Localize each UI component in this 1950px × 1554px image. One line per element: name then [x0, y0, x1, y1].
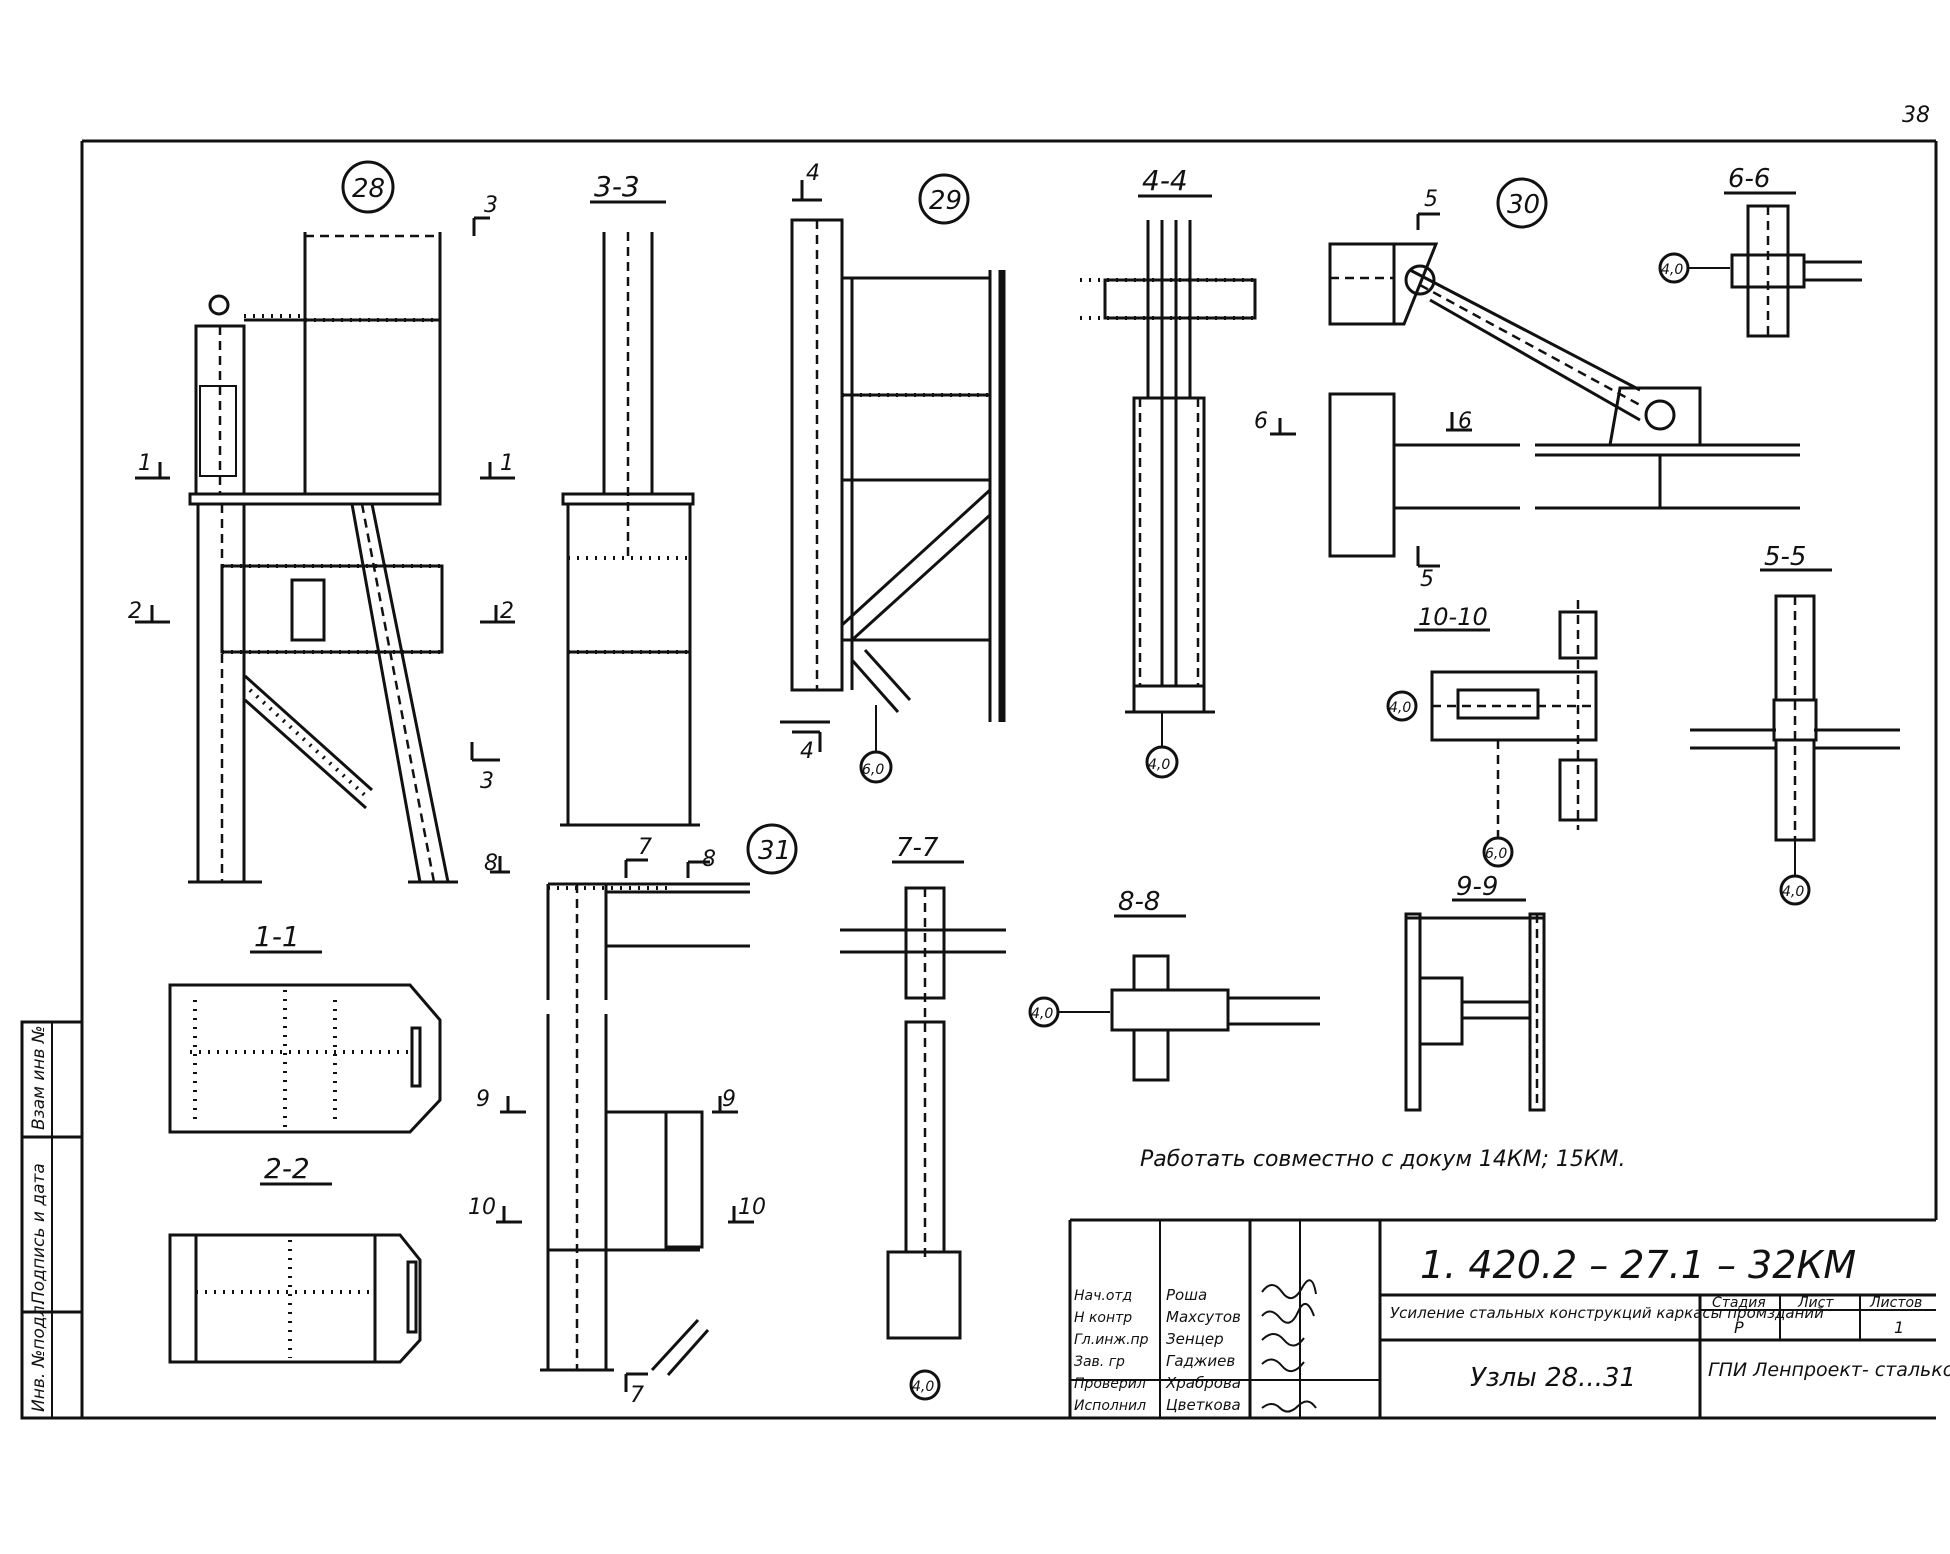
- cut-1-right: 1: [500, 451, 514, 476]
- doc-title: Усиление стальных конструкций каркасы пр…: [1390, 1304, 1824, 1322]
- section-4-4-title: 4-4: [1142, 164, 1188, 197]
- cut-2-right: 2: [500, 599, 514, 624]
- name-5: Цветкова: [1166, 1396, 1241, 1414]
- section-3-3-view: 3-3: [560, 170, 700, 827]
- signatures: [1261, 1279, 1317, 1413]
- cut-10-left: 10: [468, 1195, 496, 1220]
- general-note: Работать совместно с докум 14КМ; 15КМ.: [1140, 1147, 1626, 1172]
- cut-1-left: 1: [138, 451, 152, 476]
- org-name: ГПИ Ленпроект- стальконструкция: [1708, 1359, 1950, 1381]
- cut-2-left: 2: [128, 599, 142, 624]
- role-5: Исполнил: [1074, 1398, 1146, 1414]
- role-2: Гл.инж.пр: [1074, 1332, 1149, 1348]
- weld-77-size: 4,0: [912, 1379, 934, 1395]
- section-4-4-view: 4-4 4,0: [1080, 164, 1260, 779]
- page-number: 38: [1902, 103, 1930, 128]
- node-30-view: 30 5 5 6 6: [1254, 177, 1800, 592]
- weld-1010-lower-size: 6,0: [1485, 846, 1507, 862]
- weld-1010-lower-marker: [1482, 836, 1514, 868]
- doc-code: 1. 420.2 – 27.1 – 32КМ: [1420, 1243, 1856, 1287]
- cut-10-right: 10: [738, 1195, 766, 1220]
- stamp-replace-label: Взам инв №: [29, 1025, 49, 1130]
- node-31-label: 31: [758, 836, 791, 866]
- section-9-9-title: 9-9: [1456, 872, 1498, 902]
- section-7-7-title: 7-7: [896, 833, 939, 863]
- weld-55-marker: [1779, 874, 1811, 906]
- weld-77-marker: [909, 1369, 941, 1401]
- node-28-marker: [341, 160, 395, 214]
- section-8-8-view: 8-8 4,0: [1028, 887, 1320, 1082]
- cut-9-left: 9: [476, 1087, 490, 1112]
- doc-subtitle: Узлы 28...31: [1470, 1363, 1636, 1393]
- cut-9-right: 9: [722, 1087, 736, 1112]
- section-2-2-view: 2-2: [168, 1152, 422, 1364]
- section-6-6-title: 6-6: [1728, 164, 1770, 194]
- section-10-10-view: 10-10 4,0 6,0: [1386, 600, 1598, 868]
- section-8-8-title: 8-8: [1118, 887, 1160, 917]
- weld-55-size: 4,0: [1782, 884, 1804, 900]
- name-0: Роша: [1166, 1286, 1207, 1304]
- node-29-label: 29: [929, 186, 962, 216]
- cut-6-left: 6: [1254, 409, 1268, 434]
- node-30-label: 30: [1507, 190, 1540, 220]
- section-1-1-title: 1-1: [254, 920, 300, 953]
- name-1: Махсутов: [1166, 1308, 1241, 1326]
- role-4: Проверил: [1074, 1376, 1146, 1392]
- sheets-value: 1: [1894, 1318, 1904, 1337]
- node-28-label: 28: [352, 174, 385, 204]
- weld-66-size: 4,0: [1661, 262, 1683, 278]
- node-30-marker: [1496, 177, 1548, 229]
- sheet-frame: [22, 139, 1938, 1420]
- node-29-view: 29 4 4 6,0: [780, 161, 1006, 784]
- node-31-marker: [746, 823, 798, 875]
- node-31-view: 31 7 7 8 9 9 10 10: [468, 823, 798, 1408]
- section-10-10-title: 10-10: [1418, 603, 1488, 631]
- stamp-sign-label: Подпись и дата: [29, 1163, 49, 1304]
- title-block: 1. 420.2 – 27.1 – 32КМ Усиление стальных…: [1068, 1218, 1950, 1418]
- name-4: Храброва: [1165, 1374, 1241, 1392]
- section-5-5-view: 5-5 4,0: [1690, 542, 1900, 906]
- node-29-marker: [918, 173, 970, 225]
- cut-8-right: 8: [702, 847, 716, 872]
- cut-6-right: 6: [1458, 409, 1472, 434]
- weld-1010-marker: [1386, 690, 1418, 722]
- sheet-label: Лист: [1797, 1295, 1834, 1311]
- stage-label: Стадия: [1712, 1295, 1766, 1311]
- cut-7-bottom: 7: [630, 1383, 644, 1408]
- role-0: Нач.отд: [1074, 1288, 1132, 1304]
- weld-29-size: 6,0: [862, 762, 884, 778]
- role-3: Зав. гр: [1074, 1354, 1125, 1370]
- cut-5-top: 5: [1424, 187, 1438, 212]
- cut-3-bottom: 3: [480, 769, 494, 794]
- section-5-5-title: 5-5: [1764, 542, 1806, 572]
- node-28-view: 28 1 1 2: [128, 160, 515, 884]
- sheets-label: Листов: [1869, 1295, 1922, 1311]
- section-6-6-view: 6-6 4,0: [1658, 164, 1862, 338]
- section-7-7-view: 7-7 4,0: [840, 833, 1006, 1401]
- weld-1010-size: 4,0: [1389, 700, 1411, 716]
- stamp-inv-label: Инв. №подл.: [29, 1300, 49, 1412]
- name-2: Зенцер: [1166, 1330, 1224, 1348]
- section-2-2-title: 2-2: [264, 1152, 310, 1185]
- role-1: Н контр: [1074, 1310, 1132, 1326]
- cut-4-top: 4: [806, 161, 820, 186]
- cut-4-bottom: 4: [800, 739, 814, 764]
- cut-5-bottom: 5: [1420, 567, 1434, 592]
- weld-88-size: 4,0: [1031, 1006, 1053, 1022]
- cut-8-left: 8: [484, 851, 498, 876]
- stage-value: Р: [1734, 1318, 1744, 1337]
- cut-3-top: 3: [484, 193, 498, 218]
- side-stamp: Инв. №подл. Подпись и дата Взам инв №: [20, 1020, 84, 1420]
- section-9-9-view: 9-9: [1404, 872, 1546, 1112]
- name-3: Гаджиев: [1166, 1352, 1235, 1370]
- weld-44-size: 4,0: [1148, 757, 1170, 773]
- section-1-1-view: 1-1: [168, 920, 442, 1134]
- cut-7-top: 7: [638, 835, 652, 860]
- section-3-3-title: 3-3: [594, 170, 640, 203]
